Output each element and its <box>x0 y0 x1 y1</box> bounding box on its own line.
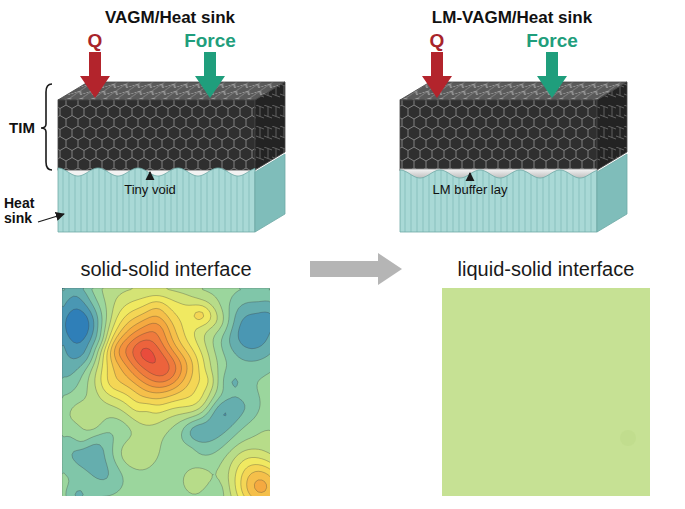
leader-line <box>469 173 470 180</box>
heat-arrow <box>80 52 110 98</box>
isotherm <box>95 288 270 496</box>
part-label: Heat sink <box>4 196 44 225</box>
map-heading: liquid-solid interface <box>440 256 652 282</box>
panel-title: LM-VAGM/Heat sink <box>432 9 592 27</box>
tim-front <box>400 100 597 170</box>
isotherm <box>119 323 181 387</box>
tim-front <box>58 100 255 170</box>
force-arrow <box>195 52 225 98</box>
force-arrow <box>537 52 567 98</box>
isotherm <box>70 288 270 496</box>
isotherm <box>62 288 270 496</box>
panel-title: VAGM/Heat sink <box>105 9 235 27</box>
map-spot <box>620 430 636 446</box>
isotherm <box>101 296 270 496</box>
isotherm <box>62 288 270 496</box>
isotherm <box>107 302 270 496</box>
map-ground <box>442 288 650 496</box>
heat-sink-front <box>400 170 597 232</box>
temperature-map <box>62 288 270 496</box>
interface-map: liquid-solid interface <box>440 256 652 496</box>
force-label: Force <box>184 31 236 51</box>
force-label: Force <box>526 31 578 51</box>
interface-map: solid-solid interface <box>60 256 272 496</box>
isotherm <box>133 340 169 376</box>
vagm-stack <box>58 82 285 232</box>
heat-sink-side <box>597 154 627 232</box>
heat-label: Q <box>430 31 445 51</box>
isotherm <box>62 288 270 496</box>
transition-arrow <box>310 253 402 285</box>
heat-arrow <box>422 52 452 98</box>
part-label: TIM <box>9 120 35 136</box>
isotherm <box>141 348 156 363</box>
temperature-map <box>442 288 650 496</box>
isotherm <box>126 332 176 382</box>
heat-sink-side <box>255 154 285 232</box>
leader-line <box>38 214 64 222</box>
callout-label: LM buffer lay <box>433 183 508 197</box>
map-heading: solid-solid interface <box>60 256 272 282</box>
heat-sink-front <box>58 168 255 232</box>
leader-line <box>149 172 150 180</box>
isotherm <box>62 288 270 496</box>
callout-label: Tiny void <box>124 183 176 197</box>
lm-vagm-stack <box>400 82 627 232</box>
isotherm <box>110 308 270 496</box>
isotherm <box>114 316 266 492</box>
isotherm <box>62 288 270 496</box>
tim-bracket <box>41 84 52 170</box>
heat-label: Q <box>88 31 103 51</box>
